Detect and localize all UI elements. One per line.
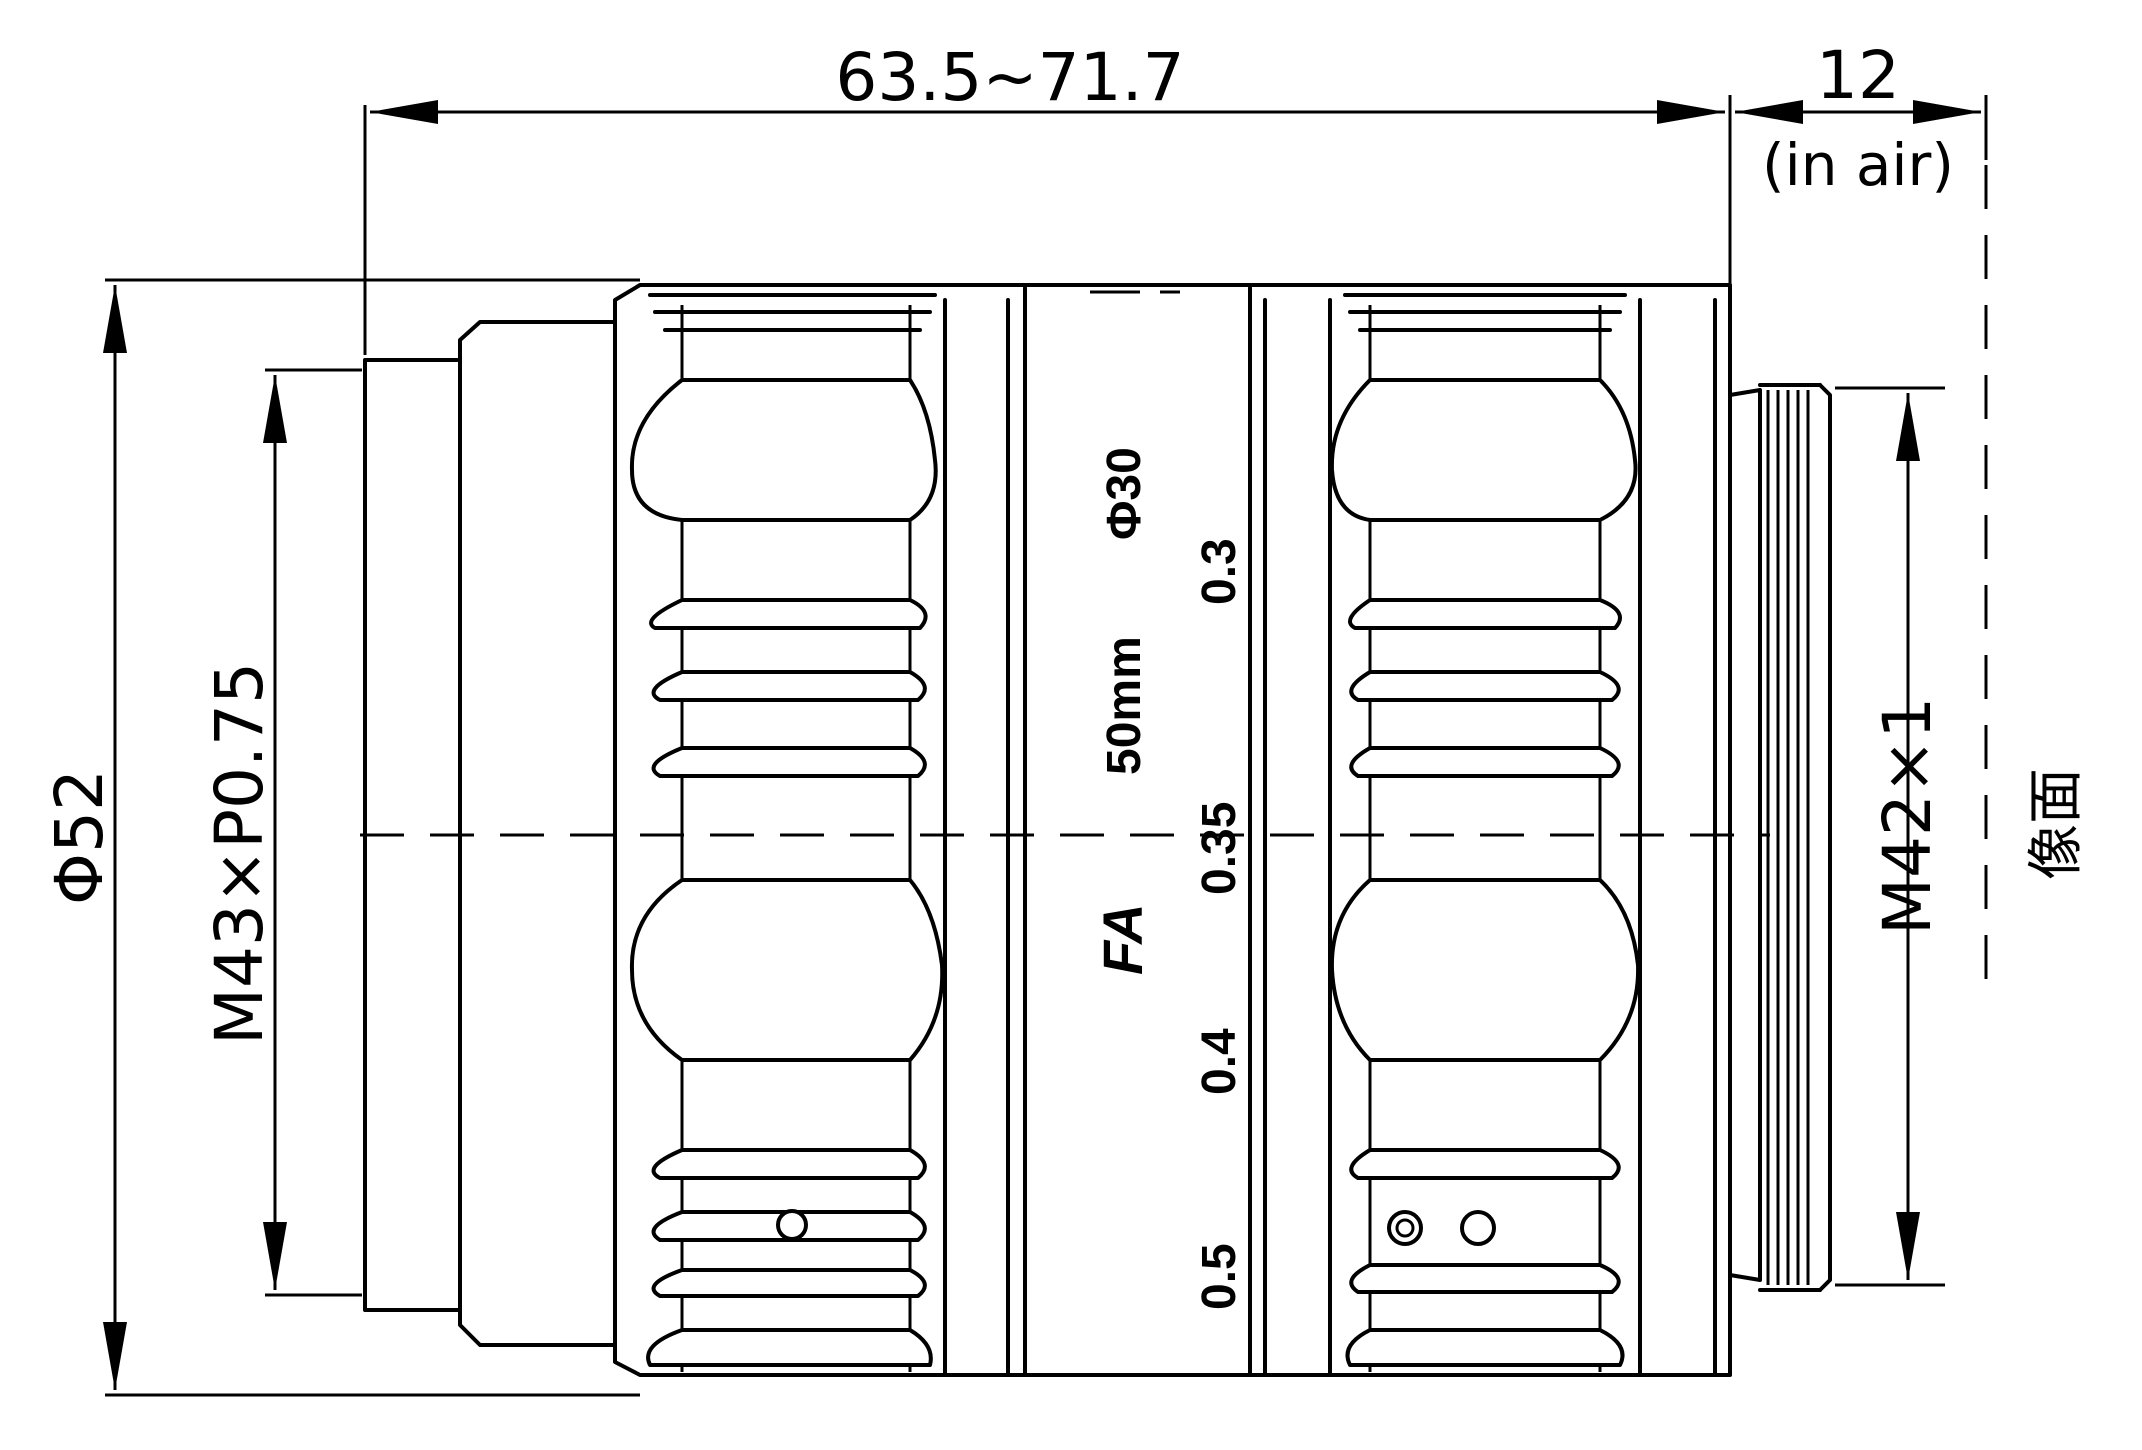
dim-mount-thread: M42×1 [1835, 386, 1946, 1287]
dim-outer-diameter-text: Φ52 [41, 769, 118, 905]
rear-mount-thread [1728, 383, 1832, 1292]
marking-focal-length: 50mm [1098, 636, 1151, 775]
dim-outer-diameter: Φ52 [41, 278, 640, 1397]
dim-mount-thread-text: M42×1 [1869, 697, 1946, 935]
distance-mark-0-5: 0.5 [1193, 1243, 1246, 1310]
front-grip-ring [629, 293, 945, 1372]
lock-screw-hole-rear [1460, 1210, 1496, 1246]
lens-body [363, 283, 1832, 1377]
lock-screw-front-rear [1387, 1210, 1423, 1246]
lens-markings: Φ30 50mm FA 0.3 0.35 0.4 0.5 [1091, 447, 1246, 1310]
dim-flange-distance-text: 12 [1816, 37, 1900, 114]
dim-flange-note: (in air) [1762, 131, 1954, 199]
marking-series: FA [1091, 903, 1154, 975]
grip-bulge-3 [1329, 378, 1638, 522]
distance-mark-0-35: 0.35 [1193, 802, 1246, 895]
lock-screw-hole-front [776, 1209, 808, 1241]
grip-bulge-2 [629, 878, 945, 1062]
dim-front-thread: M43×P0.75 [201, 368, 362, 1297]
grip-bulge-1 [629, 378, 938, 522]
dim-total-length: 63.5~71.7 [363, 39, 1732, 355]
image-plane-label: 像面 [2024, 768, 2089, 880]
main-housing [613, 283, 1732, 1377]
distance-mark-0-4: 0.4 [1193, 1028, 1246, 1095]
dim-front-thread-text: M43×P0.75 [201, 662, 278, 1045]
marking-filter-size: Φ30 [1098, 447, 1151, 540]
ring-separators [943, 286, 1717, 1377]
dim-total-length-text: 63.5~71.7 [835, 39, 1184, 116]
dim-flange-distance: 12 (in air) [1735, 37, 1988, 199]
grip-bulge-4 [1329, 878, 1641, 1062]
distance-mark-0-3: 0.3 [1193, 538, 1246, 605]
rear-grip-ring [1329, 293, 1641, 1372]
